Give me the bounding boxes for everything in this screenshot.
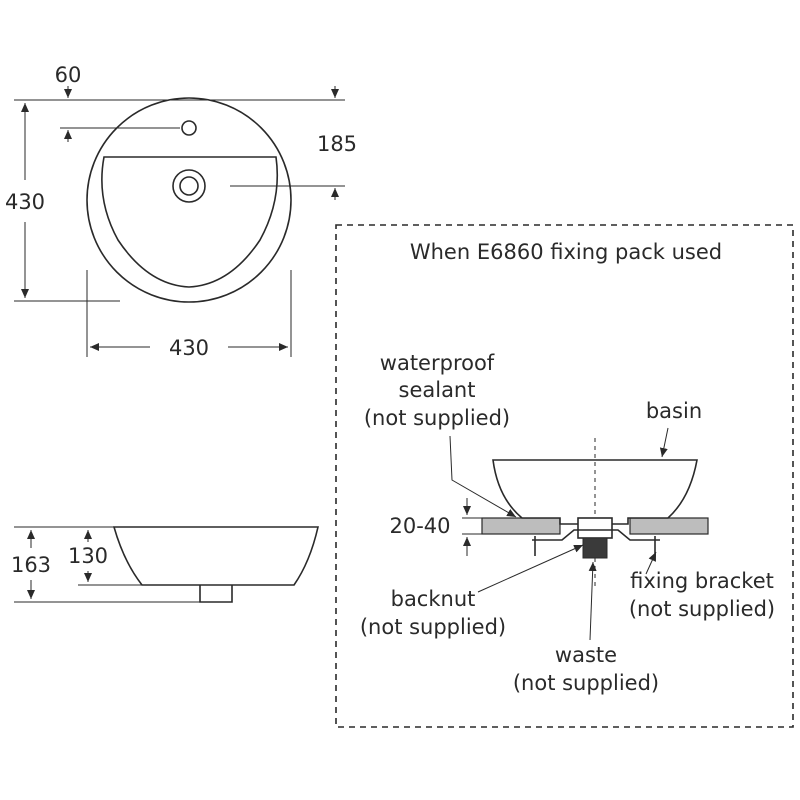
waste-outlet-side (199, 585, 233, 603)
tap-hole (181, 120, 197, 136)
sealant-leader (449, 435, 517, 518)
sealant-label-line2: sealant (399, 378, 476, 402)
dim-430v-label: 430 (5, 190, 45, 214)
dim-185-label: 185 (317, 132, 357, 156)
basin-inner-bowl (101, 156, 279, 288)
backnut-label-line2: (not supplied) (360, 615, 506, 639)
dim-163-label: 163 (11, 553, 51, 577)
bracket-label-line2: (not supplied) (629, 597, 775, 621)
waste-label-line1: waste (555, 643, 617, 667)
fixing-waste-thread (582, 537, 608, 559)
basin-outer-rim (86, 97, 292, 303)
worktop-right (629, 517, 709, 535)
panel-title: When E6860 fixing pack used (410, 240, 722, 264)
basin-leader (659, 427, 669, 458)
backnut-label-line1: backnut (391, 587, 476, 611)
side-view: 163 130 (11, 526, 320, 603)
dim-60-label: 60 (55, 63, 82, 87)
waste-outer (172, 169, 206, 203)
sealant-label-line1: waterproof (380, 351, 495, 375)
backnut-leader (477, 544, 584, 593)
basin-label: basin (646, 399, 702, 423)
waste-leader (588, 561, 597, 641)
waste-label-line2: (not supplied) (513, 671, 659, 695)
panel-dashed-border (335, 224, 794, 728)
waste-inner (179, 176, 199, 196)
fixing-basin (492, 459, 698, 525)
fixing-pack-panel: When E6860 fixing pack used 20-40 waterp… (335, 224, 794, 728)
basin-side-profile (112, 526, 320, 586)
fixing-waste-body (577, 517, 613, 539)
top-view: 60 185 430 430 (5, 63, 357, 360)
bracket-leader (645, 551, 657, 575)
dim-130-label: 130 (68, 544, 108, 568)
bracket-label-line1: fixing bracket (630, 569, 774, 593)
worktop-left (481, 517, 561, 535)
sealant-label-line3: (not supplied) (364, 406, 510, 430)
dim-20-40-label: 20-40 (389, 514, 450, 538)
fixing-bracket-shape (532, 529, 660, 541)
dim-430h-label: 430 (169, 336, 209, 360)
